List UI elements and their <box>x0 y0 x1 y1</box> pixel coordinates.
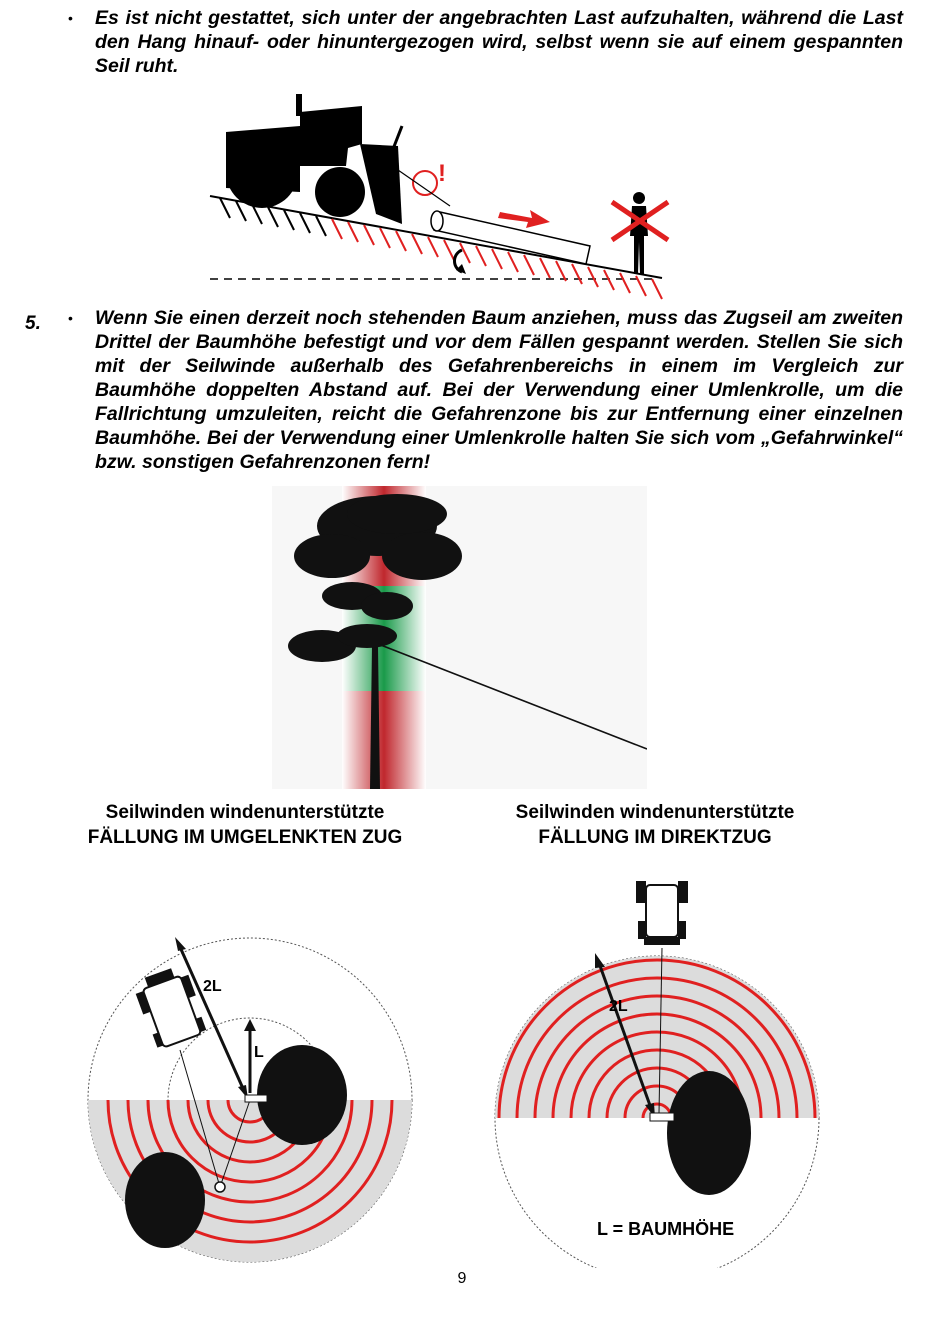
danger-zone-lower <box>342 691 426 789</box>
person-silhouette <box>630 192 648 274</box>
pulley-icon <box>214 1181 226 1193</box>
caption-left: Seilwinden windenunterstützte FÄLLUNG IM… <box>40 800 450 850</box>
diagram-direct-pull: 2L L = BAUMHÖHE <box>494 881 820 1268</box>
tree-crown-standing <box>257 1045 347 1145</box>
stump-icon <box>244 1094 268 1103</box>
caption-right-line1: Seilwinden windenunterstützte <box>515 802 795 823</box>
bullet-marker: • <box>68 10 73 26</box>
bullet-marker: • <box>68 310 73 326</box>
tree-crown <box>288 494 462 662</box>
tractor-top-view <box>135 968 207 1048</box>
label-2l: 2L <box>203 978 222 995</box>
log-cylinder <box>430 210 591 265</box>
stump-icon <box>649 1112 675 1122</box>
slope-hazard-illustration: ! <box>209 94 670 300</box>
tree-crown-felled <box>125 1152 205 1248</box>
tree-trunk <box>370 636 380 789</box>
pulling-rope <box>377 643 647 750</box>
caption-right-line2: FÄLLUNG IM DIREKTZUG <box>538 827 772 848</box>
label-l: L <box>254 1044 264 1061</box>
tree-crown <box>667 1071 751 1195</box>
caption-left-line1: Seilwinden windenunterstützte <box>105 802 385 823</box>
warning-exclamation: ! <box>438 160 446 187</box>
prohibited-x-icon <box>610 199 670 243</box>
caption-right: Seilwinden windenunterstützte FÄLLUNG IM… <box>470 800 840 850</box>
tree-rope-illustration <box>272 486 647 789</box>
label-2l: 2L <box>609 998 628 1015</box>
caption-left-line2: FÄLLUNG IM UMGELENKTEN ZUG <box>87 827 403 848</box>
warning-paragraph-load: Es ist nicht gestattet, sich unter der a… <box>95 7 903 77</box>
section-number: 5. <box>25 313 41 334</box>
page-number: 9 <box>457 1270 467 1287</box>
legend-tree-height: L = BAUMHÖHE <box>597 1219 734 1239</box>
diagram-deflected-pull: 2L L <box>87 937 413 1263</box>
direction-arrow-icon <box>498 210 550 228</box>
warning-paragraph-tree: Wenn Sie einen derzeit noch stehenden Ba… <box>95 307 903 473</box>
tractor-silhouette <box>226 94 404 224</box>
tractor-top-view <box>636 881 688 945</box>
